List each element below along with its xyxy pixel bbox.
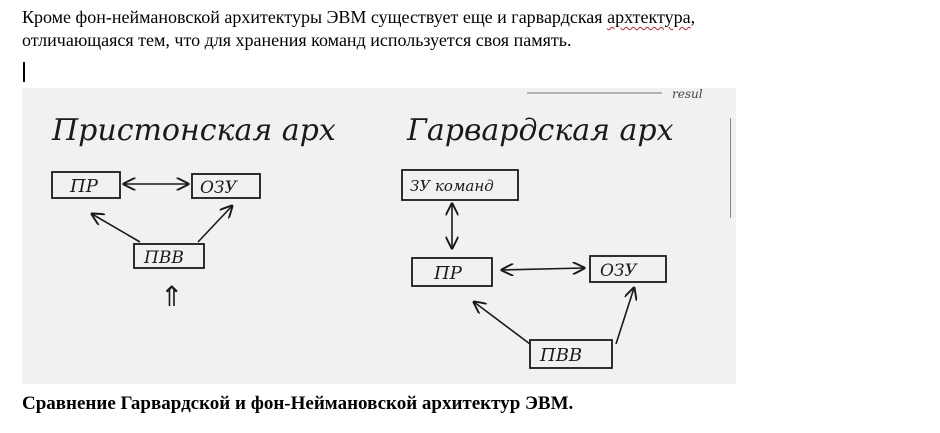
left-arrow-pvv-ozu: [197, 206, 232, 243]
right-arrow-pvv-ozu: [615, 288, 634, 345]
right-title: Гарвардская арх: [406, 113, 674, 148]
paragraph-comma: ,: [690, 7, 696, 27]
left-title: Пристонская арх: [51, 113, 336, 148]
left-box-pvv: ПВВ: [133, 243, 205, 269]
right-arrow-pvv-pr: [474, 302, 531, 345]
left-input-arrow: ⇑: [160, 282, 183, 313]
top-partial-text: resul: [672, 88, 703, 101]
figure-caption: Сравнение Гарвардской и фон-Неймановской…: [22, 393, 574, 414]
misspelled-word[interactable]: архтектура: [607, 7, 691, 27]
architecture-figure: resul Пристонская арх ПР ОЗУ ПВВ ⇑ Гарва…: [22, 88, 736, 384]
svg-text:ОЗУ: ОЗУ: [600, 261, 639, 281]
svg-text:ЗУ команд: ЗУ команд: [410, 177, 494, 195]
paragraph-line-2: отличающаяся тем, что для хранения коман…: [22, 30, 572, 50]
svg-text:ПР: ПР: [433, 263, 463, 284]
page-edge-line: [730, 118, 731, 218]
paragraph-text-start: Кроме фон-неймановской архитектуры ЭВМ с…: [22, 7, 608, 27]
left-box-ozu: ОЗУ: [191, 173, 261, 199]
hand-drawn-diagram: resul Пристонская арх ПР ОЗУ ПВВ ⇑ Гарва…: [51, 88, 703, 369]
left-arrow-pvv-pr: [92, 214, 141, 243]
svg-text:ПВВ: ПВВ: [143, 248, 184, 268]
svg-text:ПВВ: ПВВ: [539, 345, 582, 366]
right-box-pr: ПР: [411, 257, 493, 287]
left-box-pr: ПР: [51, 171, 121, 199]
body-paragraph: Кроме фон-неймановской архитектуры ЭВМ с…: [22, 6, 922, 52]
right-box-zu-komand: ЗУ команд: [401, 169, 519, 201]
right-box-pvv: ПВВ: [529, 339, 613, 369]
svg-text:ОЗУ: ОЗУ: [200, 178, 239, 198]
right-arrow-pr-ozu: [502, 268, 584, 270]
text-cursor: [23, 62, 25, 82]
svg-text:ПР: ПР: [69, 176, 99, 197]
right-box-ozu: ОЗУ: [589, 255, 667, 283]
